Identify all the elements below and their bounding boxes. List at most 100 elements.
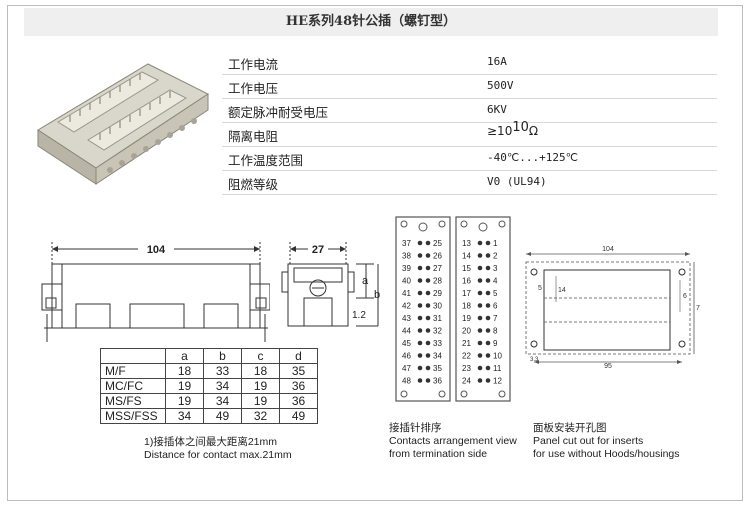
contact-number: 38: [402, 252, 411, 261]
table-cell: 19: [241, 378, 280, 394]
contact-number: 2: [493, 252, 498, 261]
contact-pin: [417, 253, 423, 258]
table-cell: 36: [279, 378, 318, 394]
contact-number: 8: [493, 327, 498, 336]
contact-number: 24: [462, 377, 471, 386]
contact-number: 5: [493, 289, 498, 298]
spec-value-exponent: 10: [512, 120, 529, 135]
contact-number: 47: [402, 364, 411, 373]
spec-row-current: 工作电流 16A: [222, 50, 717, 75]
contact-pin: [477, 365, 483, 371]
contact-number: 32: [433, 327, 442, 336]
contact-pin: [485, 353, 491, 358]
contact-number: 23: [462, 364, 471, 373]
caption-en: Contacts arrangement view: [389, 435, 517, 447]
contact-pin: [477, 253, 483, 258]
contact-number: 39: [402, 264, 411, 273]
table-cell: 32: [241, 408, 280, 424]
panel-hole-dim: 3.3: [530, 357, 539, 363]
contact-number: 36: [433, 377, 442, 386]
caption-cn: 接插针排序: [389, 422, 442, 434]
spec-row-impulse-voltage: 额定脉冲耐受电压 6KV: [222, 98, 717, 123]
contact-number: 46: [402, 352, 411, 361]
contact-number: 25: [433, 239, 442, 248]
table-cell: MSS/FSS: [100, 408, 166, 424]
contact-pin: [425, 278, 431, 283]
contact-pin: [485, 303, 491, 308]
table-cell: 34: [203, 393, 242, 409]
contact-number: 27: [433, 264, 442, 273]
contact-number: 19: [462, 314, 471, 323]
contact-pin: [485, 265, 491, 271]
panel-dim-14: 14: [558, 287, 566, 294]
spec-value: -40℃...+125℃: [487, 151, 578, 164]
panel-width-dim: 104: [602, 246, 614, 253]
spec-value: 6KV: [487, 103, 507, 116]
contact-pin: [417, 303, 423, 308]
spec-label: 阻燃等级: [228, 177, 279, 192]
caption-cn: 1)接插体之间最大距离21mm: [144, 436, 278, 448]
contact-pin: [417, 378, 423, 383]
panel-height-dim: 71: [696, 305, 700, 312]
contact-pin: [485, 290, 491, 296]
contact-pin: [417, 340, 423, 346]
table-cell: 35: [279, 363, 318, 379]
contact-pin: [425, 340, 431, 346]
contact-number: 21: [462, 339, 471, 348]
contact-number: 18: [462, 302, 471, 311]
panel-caption: 面板安装开孔图 Panel cut out for inserts for us…: [533, 422, 680, 461]
table-cell: 34: [203, 378, 242, 394]
contact-pin: [477, 278, 483, 283]
contact-number: 33: [433, 339, 442, 348]
contact-number: 44: [402, 327, 411, 336]
contact-pin: [485, 315, 491, 321]
contact-pin: [425, 353, 431, 358]
table-cell: 34: [165, 408, 204, 424]
spec-row-voltage: 工作电压 500V: [222, 74, 717, 99]
table-cell: 19: [241, 393, 280, 409]
contact-number: 1: [493, 239, 498, 248]
table-header-cell: b: [203, 348, 242, 364]
contact-distance-caption: 1)接插体之间最大距离21mm Distance for contact max…: [144, 436, 292, 462]
contact-number: 28: [433, 277, 442, 286]
contact-number: 12: [493, 377, 502, 386]
contact-pin: [477, 265, 483, 271]
table-header-cell: [100, 348, 166, 364]
table-row: MS/FS 19 34 19 36: [100, 393, 318, 409]
contact-number: 10: [493, 352, 502, 361]
contact-number: 29: [433, 289, 442, 298]
table-cell: MC/FC: [100, 378, 166, 394]
contact-pin: [417, 240, 423, 246]
contact-number: 3: [493, 264, 498, 273]
contact-number: 17: [462, 289, 471, 298]
side-view-drawing: 27 a b 1.2: [281, 241, 380, 327]
contact-pin: [417, 278, 423, 283]
contact-number: 43: [402, 314, 411, 323]
contact-pin: [425, 303, 431, 308]
contact-number: 14: [462, 252, 471, 261]
front-view-drawing: 104: [41, 241, 270, 342]
contact-number: 26: [433, 252, 442, 261]
spec-row-temperature: 工作温度范围 -40℃...+125℃: [222, 146, 717, 171]
contact-pin: [477, 378, 483, 383]
contact-pin: [425, 253, 431, 258]
table-header-cell: a: [165, 348, 204, 364]
panel-dim-5: 5: [538, 285, 542, 292]
contact-number: 20: [462, 327, 471, 336]
contact-pin: [477, 315, 483, 321]
contact-number: 45: [402, 339, 411, 348]
panel-dim-6: 6: [683, 293, 687, 300]
side-dim-a: a: [362, 275, 369, 287]
contact-pin: [417, 365, 423, 371]
contact-number: 40: [402, 277, 411, 286]
panel-inner-dim: 95: [604, 363, 612, 370]
caption-en: Panel cut out for inserts: [533, 435, 644, 447]
spec-value: V0 (UL94): [487, 175, 547, 188]
table-row: MSS/FSS 34 49 32 49: [100, 408, 318, 424]
table-header-row: a b c d: [100, 348, 318, 364]
contact-pin: [425, 378, 431, 383]
contact-pin: [425, 328, 431, 333]
spec-row-flammability: 阻燃等级 V0 (UL94): [222, 170, 717, 195]
spec-value: ≥1010Ω: [487, 120, 538, 139]
table-header-cell: c: [241, 348, 280, 364]
